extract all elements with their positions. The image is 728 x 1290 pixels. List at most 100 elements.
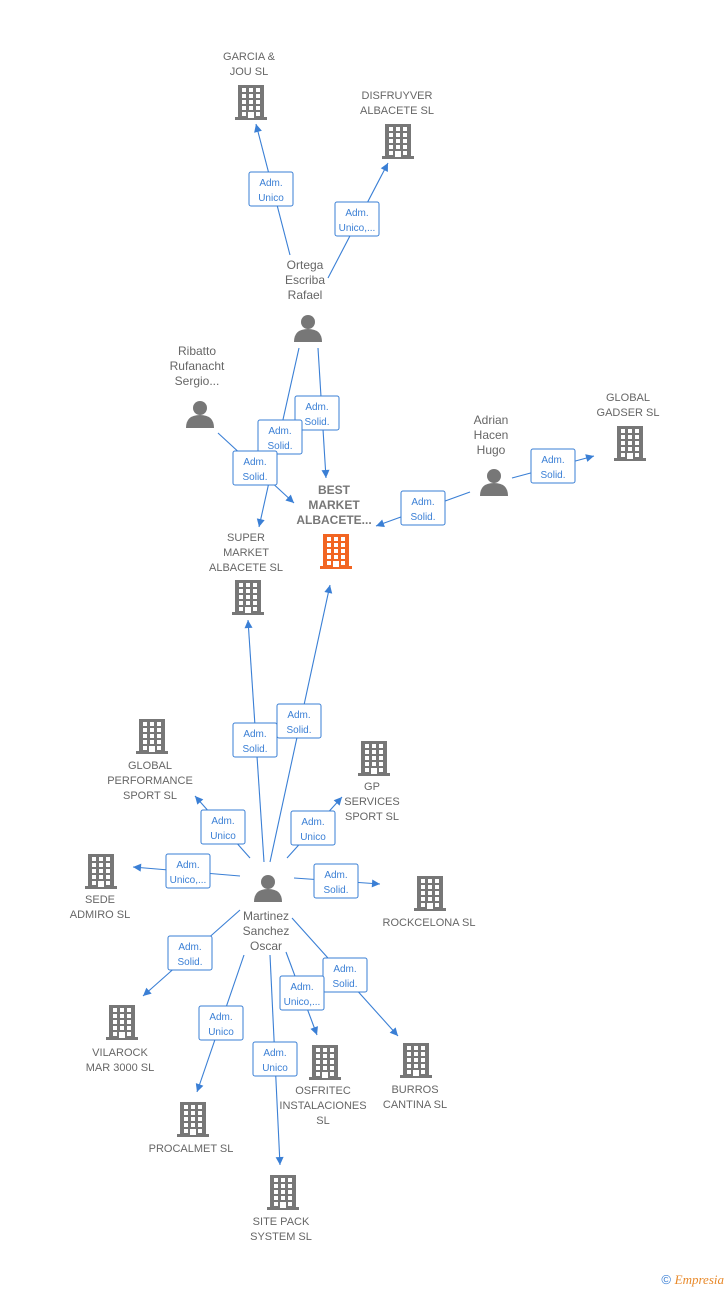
- arrow-head-icon: [333, 797, 342, 806]
- edge-label-text: Adm.: [301, 817, 324, 828]
- edge-label-box[interactable]: [257, 419, 303, 455]
- building-icon: [106, 1005, 138, 1040]
- building-icon: [136, 719, 168, 754]
- edge-label-text: Adm.: [243, 457, 266, 468]
- node-label: Martinez: [243, 909, 289, 923]
- node-best[interactable]: BESTMARKETALBACETE...: [296, 483, 372, 569]
- edge-label[interactable]: Adm.Solid.: [530, 448, 576, 484]
- edge-label-box[interactable]: [334, 201, 380, 237]
- brand-logo[interactable]: Empresia: [674, 1272, 724, 1287]
- person-icon: [186, 401, 214, 428]
- arrow-head-icon: [254, 124, 262, 133]
- arrow-head-icon: [371, 879, 380, 888]
- edge-label-text: Solid.: [267, 441, 292, 452]
- node-label: GP: [364, 781, 380, 793]
- edge-label-box[interactable]: [165, 853, 211, 889]
- edge-label-box[interactable]: [313, 863, 359, 899]
- node-label: SYSTEM SL: [250, 1231, 312, 1243]
- edge-label-box[interactable]: [200, 809, 246, 845]
- edge-label-box[interactable]: [294, 395, 340, 431]
- edge-label-text: Adm.: [259, 178, 282, 189]
- edge-label[interactable]: Adm.Solid.: [232, 722, 278, 758]
- node-label: GLOBAL: [606, 392, 650, 404]
- edge-label[interactable]: Adm.Unico: [198, 1005, 244, 1041]
- node-garcia[interactable]: GARCIA &JOU SL: [223, 51, 276, 120]
- node-ribatto[interactable]: RibattoRufanachtSergio...: [170, 344, 225, 428]
- building-icon: [382, 124, 414, 159]
- edge-label[interactable]: Adm.Solid.: [400, 490, 446, 526]
- edge-label-box[interactable]: [232, 450, 278, 486]
- edge-label-box[interactable]: [290, 810, 336, 846]
- edge-label[interactable]: Adm.Unico: [200, 809, 246, 845]
- node-label: SUPER: [227, 532, 265, 544]
- edge-label-box[interactable]: [530, 448, 576, 484]
- edge-label[interactable]: Adm. Unico,...: [334, 201, 380, 237]
- arrow-head-icon: [285, 494, 294, 503]
- edge-label[interactable]: Adm. Solid.: [313, 863, 359, 899]
- edge-label-box[interactable]: [276, 703, 322, 739]
- edge-label-box[interactable]: [248, 171, 294, 207]
- edge-label-text: Unico,...: [170, 875, 207, 886]
- edge-label-box[interactable]: [232, 722, 278, 758]
- edge-label-text: Adm.: [287, 710, 310, 721]
- edge-label-text: Adm.: [345, 208, 368, 219]
- node-label: Rufanacht: [170, 359, 225, 373]
- edge-label[interactable]: Adm. Unico: [290, 810, 336, 846]
- arrow-head-icon: [143, 987, 152, 996]
- edge-label[interactable]: Adm. Solid.: [322, 957, 368, 993]
- node-procalmet[interactable]: PROCALMET SL: [149, 1102, 234, 1155]
- node-label: Escriba: [285, 273, 325, 287]
- edge-label-box[interactable]: [198, 1005, 244, 1041]
- edge-label-text: Solid.: [332, 979, 357, 990]
- edge-label[interactable]: Adm. Solid.: [276, 703, 322, 739]
- node-label: Rafael: [288, 288, 323, 302]
- edge-label-text: Solid.: [286, 725, 311, 736]
- edge-label[interactable]: Adm.Unico: [248, 171, 294, 207]
- node-label: MARKET: [223, 547, 269, 559]
- edge-label-text: Adm.: [324, 870, 347, 881]
- edge-label-text: Unico,...: [339, 223, 376, 234]
- node-label: SL: [316, 1115, 329, 1127]
- edge-label-box[interactable]: [322, 957, 368, 993]
- edge-label[interactable]: Adm.Solid.: [257, 419, 303, 455]
- edge-label-text: Adm.: [243, 729, 266, 740]
- node-rockcelona[interactable]: ROCKCELONA SL: [383, 876, 476, 929]
- edge-label-box[interactable]: [400, 490, 446, 526]
- edge-label[interactable]: Adm.Unico: [252, 1041, 298, 1077]
- edge-label-box[interactable]: [279, 975, 325, 1011]
- edge-label-text: Unico: [300, 832, 326, 843]
- arrow-head-icon: [380, 163, 388, 172]
- arrow-head-icon: [133, 863, 142, 872]
- building-icon: [177, 1102, 209, 1137]
- building-icon: [232, 580, 264, 615]
- node-label: MAR 3000 SL: [86, 1062, 154, 1074]
- node-label: Ortega: [287, 258, 324, 272]
- node-label: GLOBAL: [128, 760, 172, 772]
- edge-label-box[interactable]: [167, 935, 213, 971]
- edge-label[interactable]: Adm.Unico,...: [279, 975, 325, 1011]
- edge-label-text: Solid.: [323, 885, 348, 896]
- edge-label-box[interactable]: [252, 1041, 298, 1077]
- edge-label-text: Adm.: [333, 964, 356, 975]
- edge-label[interactable]: Adm.Solid.: [232, 450, 278, 486]
- edge-label[interactable]: Adm.Solid.: [294, 395, 340, 431]
- arrow-head-icon: [324, 585, 333, 594]
- arrow-head-icon: [256, 518, 265, 527]
- edge-label[interactable]: Adm.Solid.: [167, 935, 213, 971]
- edge-label[interactable]: Adm.Unico,...: [165, 853, 211, 889]
- edge-label-text: Unico,...: [284, 997, 321, 1008]
